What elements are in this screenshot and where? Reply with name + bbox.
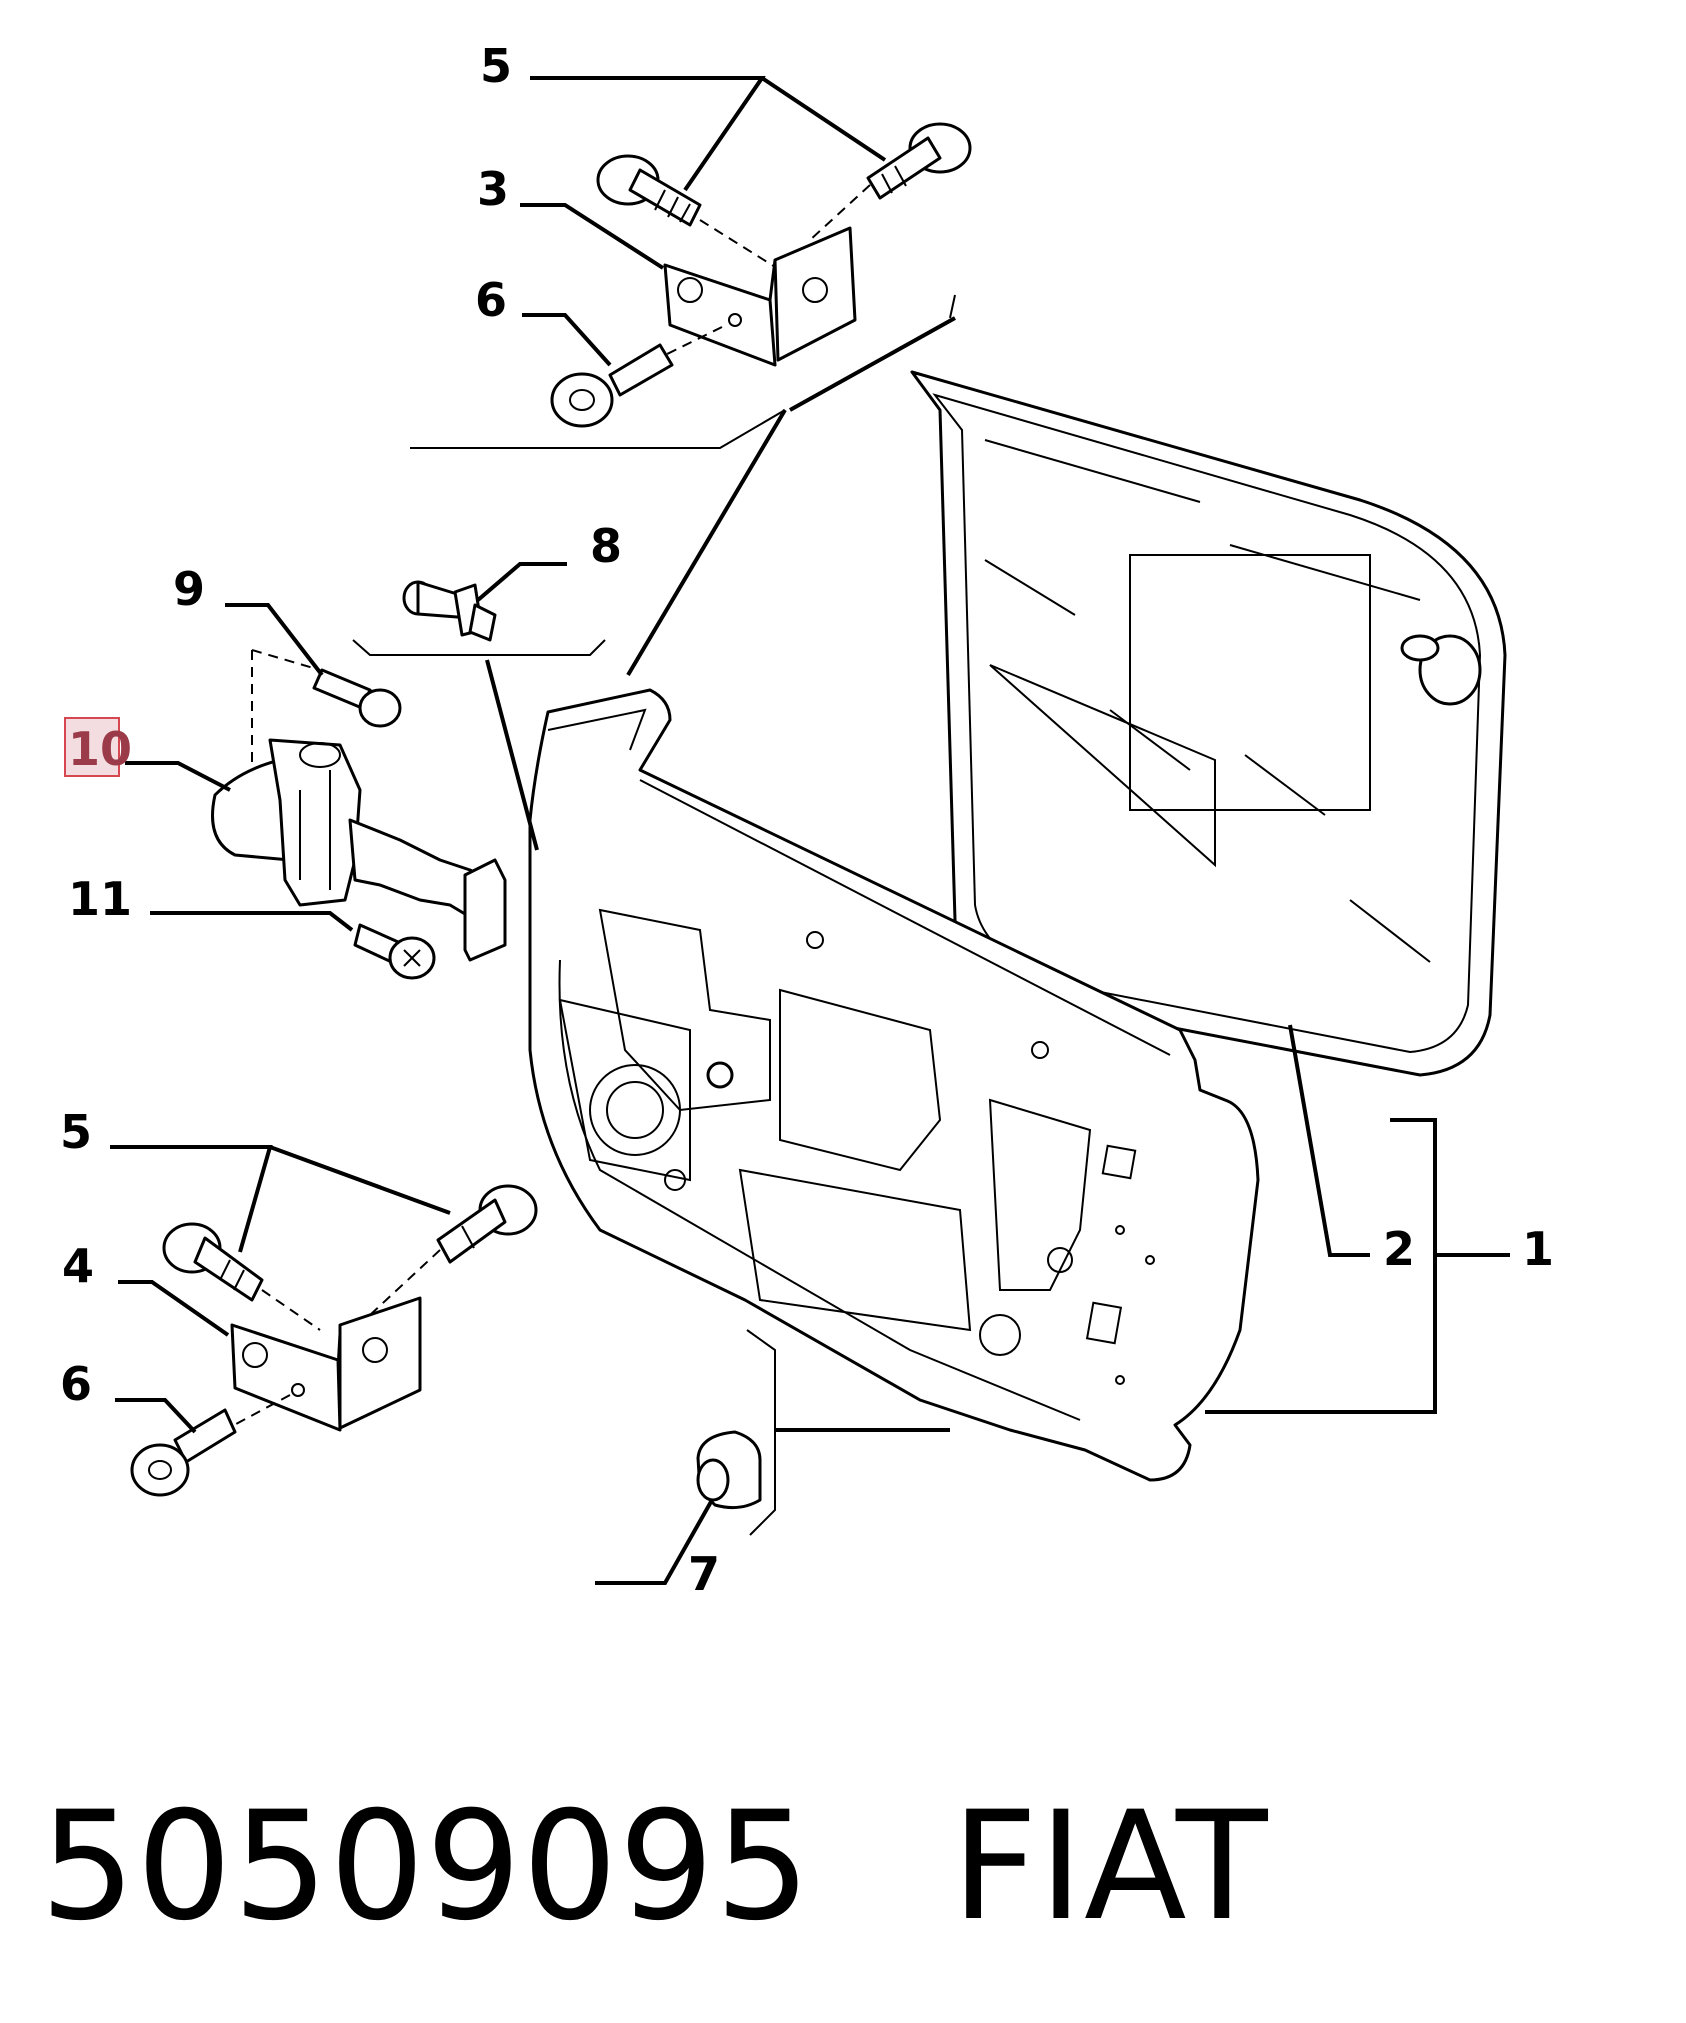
callout-5-bottom: 5: [60, 1105, 92, 1159]
upper-hinge-assembly: [410, 76, 972, 449]
callout-10-highlight[interactable]: 10: [64, 717, 132, 777]
hinge-bolt-lower-right: [436, 1184, 538, 1264]
hinge-screw-upper: [550, 343, 674, 428]
hinge-bolt-upper-left: [596, 154, 702, 227]
callout-9: 9: [173, 562, 205, 616]
callout-6-bottom: 6: [60, 1357, 92, 1411]
callout-8: 8: [590, 519, 622, 573]
hinge-bolt-upper-right: [866, 122, 972, 200]
callout-labels: 5 3 6 8 9 10 11 5 4 6 7 2 1: [60, 39, 1554, 1601]
check-strap-screw-bottom: [353, 923, 436, 980]
callout-4: 4: [62, 1239, 94, 1293]
door-pin-part-8: [352, 562, 606, 851]
hinge-screw-lower: [130, 1408, 237, 1497]
callout-2: 2: [1383, 1222, 1415, 1276]
door-rubber-buffer: [595, 1329, 950, 1585]
door-hinge-upper: [663, 226, 857, 367]
door-hinge-lower: [230, 1296, 422, 1432]
brand-name: FIAT: [951, 1780, 1269, 1954]
callout-6-top: 6: [475, 273, 507, 327]
part-number: 50509095: [40, 1780, 812, 1954]
callout-10[interactable]: 10: [68, 722, 132, 776]
door-check-strap: [211, 738, 507, 962]
check-strap-screw-top: [312, 668, 402, 728]
callout-1: 1: [1522, 1222, 1554, 1276]
callout-5-top: 5: [480, 39, 512, 93]
door-check-strap-assembly: [125, 603, 507, 980]
door-inner-frame-panel: [528, 688, 1260, 1482]
part-caption: 50509095 FIAT: [40, 1780, 1269, 1954]
hinge-bolt-lower-left: [162, 1222, 264, 1302]
callout-7: 7: [688, 1547, 720, 1601]
lower-hinge-assembly: [110, 1145, 538, 1497]
callout-11: 11: [68, 872, 132, 926]
callout-3: 3: [477, 162, 509, 216]
